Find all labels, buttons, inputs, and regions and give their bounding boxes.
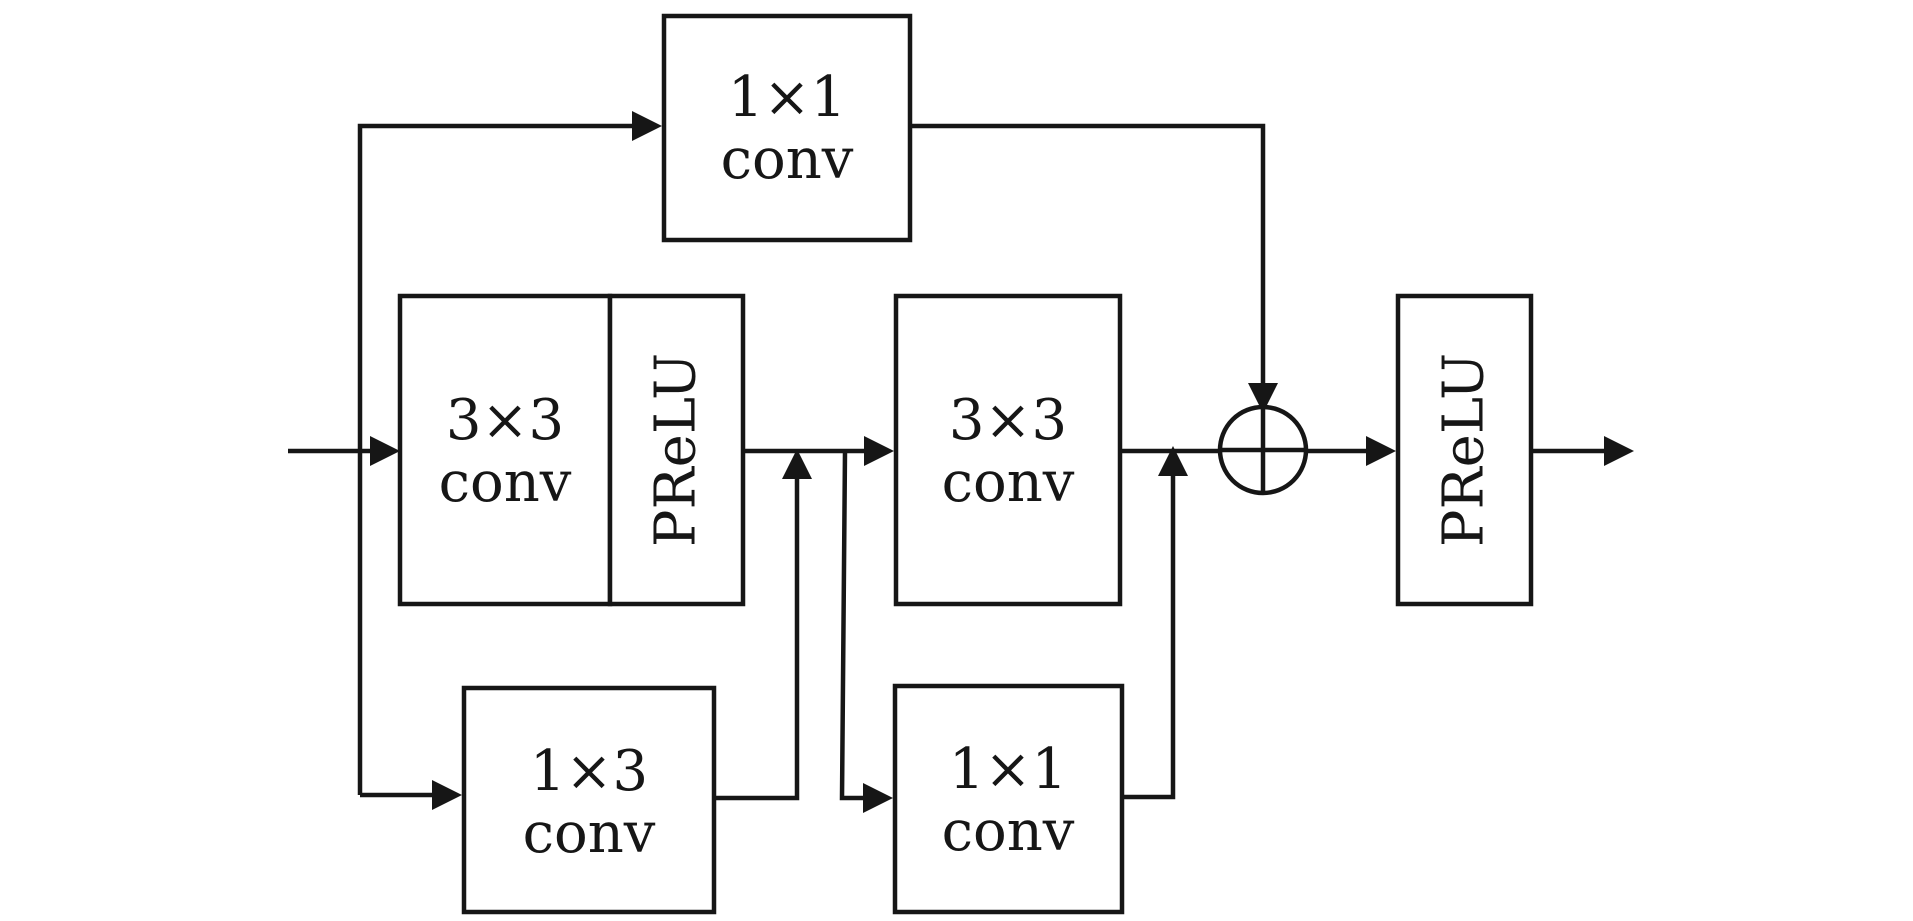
second-conv-kernel-label: 3×3 [949,388,1067,453]
circled-plus-icon [1217,404,1309,496]
arrowhead-up-mid-line-2 [1158,446,1188,476]
top-skip-conv-block: 1×1 conv [661,13,913,243]
arrowhead-into-second-conv [864,436,894,466]
arrowhead-into-first-conv [370,436,400,466]
output-prelu-block: PReLU [1395,293,1534,607]
lower-right-conv-block: 1×1 conv [892,683,1125,915]
top-skip-conv-kernel-label: 1×1 [728,65,846,130]
lower-left-return-line [714,470,800,801]
arrowhead-up-mid-line-1 [782,449,812,479]
lower-left-conv-block: 1×3 conv [461,685,717,915]
arrowhead-output [1604,436,1634,466]
lower-right-conv-type-label: conv [942,799,1075,864]
first-conv-type-label: conv [439,450,572,515]
first-prelu-block: PReLU [607,293,746,607]
arrowhead-into-top-conv [632,111,662,141]
first-conv-block: 3×3 conv [397,293,613,607]
arrowhead-into-output-prelu [1366,436,1396,466]
second-conv-block: 3×3 conv [893,293,1123,607]
arrowhead-into-sum-node [1248,383,1278,413]
top-skip-conv-type-label: conv [721,127,854,192]
arrowhead-into-lower-right-conv [863,783,893,813]
lower-left-conv-kernel-label: 1×3 [530,739,648,804]
output-prelu-label: PReLU [1432,353,1497,547]
lower-right-return-line [1122,468,1176,800]
first-prelu-label: PReLU [644,353,709,547]
first-conv-kernel-label: 3×3 [446,388,564,453]
top-skip-return-line [910,123,1266,388]
second-conv-type-label: conv [942,450,1075,515]
arrowhead-into-lower-left-conv [432,780,462,810]
lower-left-conv-type-label: conv [523,801,656,866]
lower-right-branch-line [839,450,872,801]
left-branch-bus [357,123,640,795]
lower-right-conv-kernel-label: 1×1 [949,737,1067,802]
